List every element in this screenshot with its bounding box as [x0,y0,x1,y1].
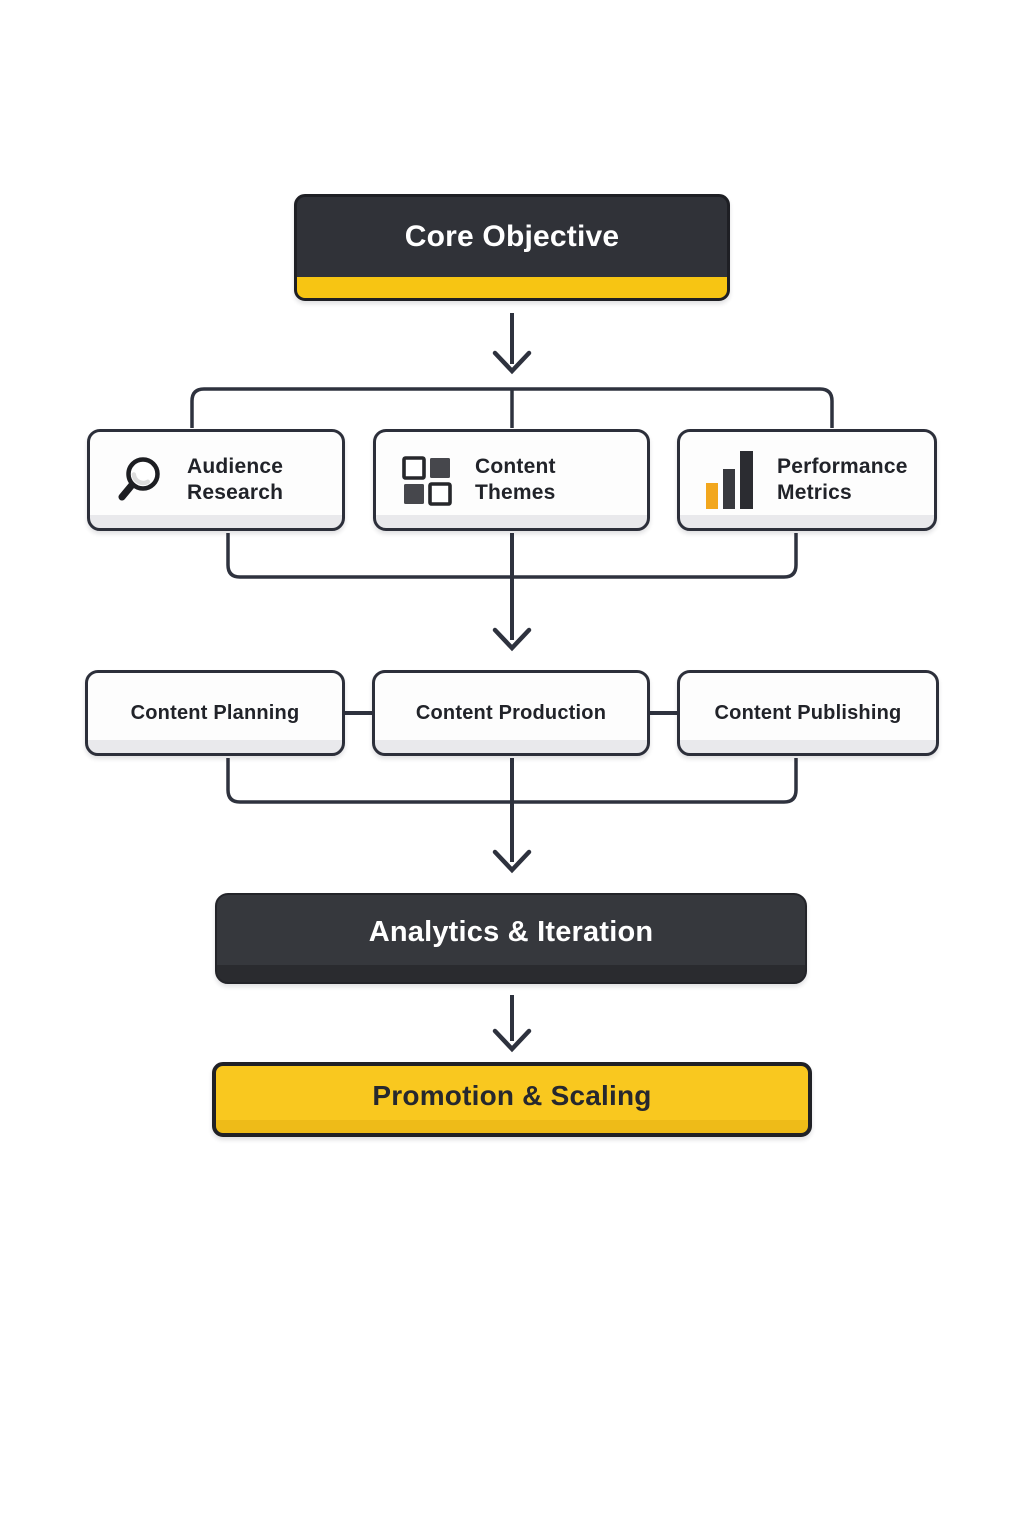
bracket-split [190,387,834,428]
theme-grid-icon [400,453,454,507]
arrow-core-to-research [492,313,532,375]
node-performance-metrics: Performance Metrics [677,429,937,531]
node-content-themes: Content Themes [373,429,650,531]
arrow-analytics-to-promotion [492,995,532,1053]
node-core-objective: Core Objective [294,194,730,301]
node-content-production: Content Production [372,670,650,756]
core-objective-label: Core Objective [404,220,620,253]
node-audience-research: Audience Research [87,429,345,531]
magnifier-search-icon [114,454,166,506]
bracket-merge-research [226,533,798,652]
analytics-iteration-label: Analytics & Iteration [368,916,654,948]
promotion-scaling-label: Promotion & Scaling [372,1079,652,1111]
content-production-label: Content Production [415,701,607,724]
node-promotion-scaling: Promotion & Scaling [212,1062,812,1137]
content-publishing-label: Content Publishing [714,701,902,724]
node-content-planning: Content Planning [85,670,345,756]
bracket-merge-process [226,758,798,874]
content-themes-label: Content Themes [475,454,556,504]
node-content-publishing: Content Publishing [677,670,939,756]
bar-chart-icon [704,449,756,511]
performance-metrics-label: Performance Metrics [777,454,908,504]
node-analytics-iteration: Analytics & Iteration [215,893,807,984]
content-planning-label: Content Planning [130,701,300,724]
audience-research-label: Audience Research [187,454,284,504]
connector-layer [190,313,834,1053]
